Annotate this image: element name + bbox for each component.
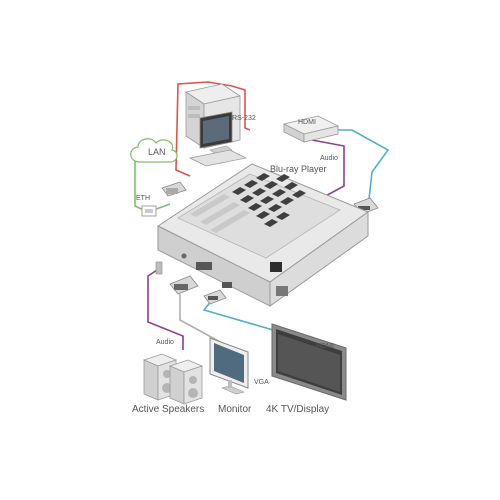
label-monitor: Monitor bbox=[218, 404, 252, 415]
rs232-cable bbox=[175, 81, 251, 177]
lan-cloud-icon bbox=[130, 138, 178, 163]
keypad-buttons bbox=[232, 173, 306, 227]
main-device bbox=[157, 163, 370, 307]
audio-jack-connector bbox=[155, 261, 163, 275]
bluray-player bbox=[282, 115, 340, 143]
rs232-connector bbox=[161, 181, 187, 197]
label-tv: 4K TV/Display bbox=[266, 404, 329, 415]
kramer-logo-icon bbox=[270, 262, 282, 272]
pc-computer bbox=[184, 83, 248, 167]
hdmi-output-connector bbox=[203, 289, 227, 305]
label-rs232: RS-232 bbox=[232, 115, 256, 122]
label-vga: VGA bbox=[254, 379, 269, 386]
label-eth: ETH bbox=[136, 195, 150, 202]
label-audio-in: Audio bbox=[320, 155, 338, 162]
lan-cable bbox=[134, 157, 171, 213]
vga-connector bbox=[169, 275, 199, 295]
audio-port bbox=[181, 253, 187, 259]
hdmi-input-cable bbox=[320, 129, 390, 209]
eth-connector bbox=[141, 205, 157, 217]
label-bluray: Blu-ray Player bbox=[270, 164, 327, 174]
label-hdmi-out: HDMI bbox=[316, 343, 334, 350]
label-lan: LAN bbox=[148, 147, 166, 157]
hdmi-output-port bbox=[222, 282, 232, 288]
label-audio-out: Audio bbox=[156, 339, 174, 346]
monitor bbox=[209, 337, 249, 395]
audio-output-cable bbox=[147, 267, 184, 350]
tv-display bbox=[271, 323, 347, 401]
power-port bbox=[276, 286, 288, 296]
vga-port bbox=[196, 262, 212, 270]
label-speakers: Active Speakers bbox=[132, 404, 204, 415]
active-speakers bbox=[142, 353, 204, 405]
label-hdmi-in: HDMI bbox=[298, 119, 316, 126]
